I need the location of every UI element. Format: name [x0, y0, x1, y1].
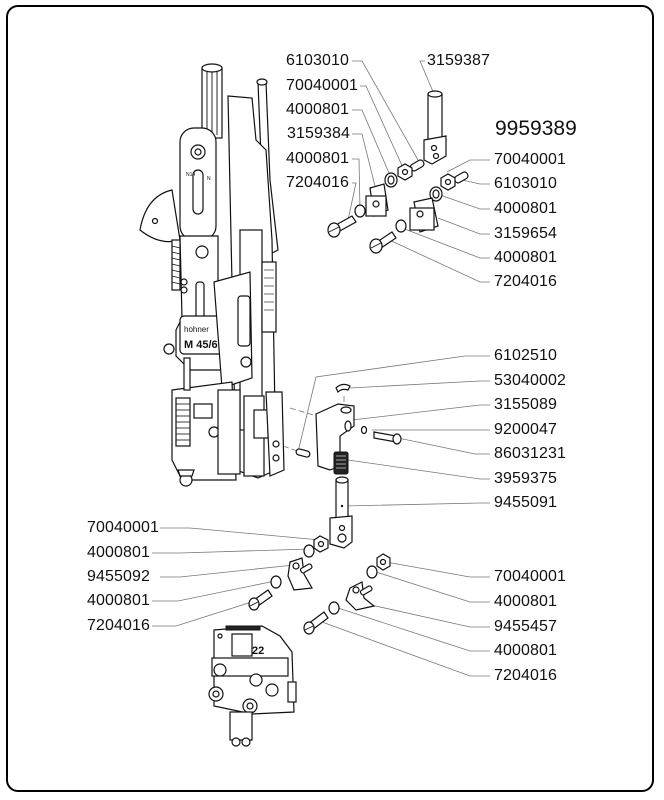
shaft-9455091 — [335, 479, 349, 521]
washer-4000801b — [354, 204, 366, 218]
callout-3159384-tl: 3159384 — [287, 125, 350, 142]
leader-3155089 — [351, 404, 490, 421]
callout-7204016-tr: 7204016 — [494, 273, 557, 290]
callout-4000801b-tl: 4000801 — [286, 150, 349, 167]
callout-4000801-tl: 4000801 — [286, 101, 349, 118]
leader-4000801-bl — [152, 548, 311, 554]
leader-6103010-tl — [352, 60, 419, 161]
leader-3959375 — [347, 459, 490, 480]
callout-4000801-br: 4000801 — [494, 593, 557, 610]
leader-6102510 — [297, 355, 490, 453]
leader-70040001-tr — [446, 159, 490, 173]
leader-7204016-tl — [347, 182, 357, 221]
leader-4000801-tl — [352, 109, 393, 181]
pin-6103010-r — [453, 171, 469, 184]
drawing-frame — [6, 5, 654, 792]
callout-7204016-tl: 7204016 — [286, 174, 349, 191]
leader-4000801b-tl — [352, 158, 361, 211]
callout-4000801b-bl: 4000801 — [87, 592, 150, 609]
spring-3959375 — [333, 451, 349, 475]
callout-3159654-tr: 3159654 — [494, 225, 557, 242]
leader-6103010-tr — [461, 179, 490, 185]
presser-plate-assembly: 22 — [208, 625, 297, 747]
callout-3159387: 3159387 — [427, 52, 490, 69]
leader-3159387 — [419, 60, 435, 95]
callout-3155089: 3155089 — [494, 396, 557, 413]
callout-6103010-tr: 6103010 — [494, 175, 557, 192]
pin-6102510 — [295, 448, 311, 458]
callout-70040001-bl: 70040001 — [87, 519, 159, 536]
thread-guide-subassembly — [295, 383, 402, 549]
plate-stem — [229, 711, 253, 741]
leader-lines — [152, 60, 490, 677]
model-label: M 45/6 — [184, 339, 218, 351]
washer-4000801-br — [366, 565, 378, 579]
leader-70040001-tl — [360, 85, 405, 171]
shaft-3159387 — [427, 93, 443, 141]
lever-subassembly-right — [303, 553, 391, 635]
callout-6103010-tl: 6103010 — [286, 52, 349, 69]
assembly-number: 9959389 — [495, 117, 577, 140]
block-3155089 — [315, 403, 355, 471]
callout-86031231: 86031231 — [494, 445, 566, 462]
callout-9455092-bl: 9455092 — [87, 568, 150, 585]
plate-number: 22 — [252, 645, 264, 657]
callout-70040001-tl: 70040001 — [286, 77, 358, 94]
leader-53040002 — [349, 380, 490, 389]
callout-9455091: 9455091 — [494, 494, 557, 511]
callout-4000801-tr: 4000801 — [494, 200, 557, 217]
leader-7204016-tr — [384, 237, 490, 283]
callout-7204016-br: 7204016 — [494, 667, 557, 684]
callout-9200047: 9200047 — [494, 421, 557, 438]
needle-plate — [265, 391, 285, 477]
lever-subassembly-left — [248, 535, 329, 611]
cam-subassembly-right — [369, 171, 469, 254]
washer-4000801b-bl — [270, 575, 282, 589]
cable — [183, 357, 191, 391]
needle-bar-machine: N14 N hohner M 45/6 — [139, 63, 285, 487]
leader-9455092-bl — [160, 564, 295, 578]
tension-knob — [139, 189, 181, 243]
lever-9455092 — [287, 557, 313, 591]
callout-4000801b-tr: 4000801 — [494, 249, 557, 266]
leader-7204016-br — [321, 621, 490, 677]
dial-label-n: N — [207, 176, 211, 182]
callout-4000801b-br: 4000801 — [494, 642, 557, 659]
leader-9455091 — [343, 502, 490, 507]
leader-70040001-br — [385, 561, 490, 578]
leader-70040001-bl — [160, 527, 321, 541]
leader-86031231 — [397, 437, 490, 455]
cam-subassembly-left — [327, 90, 447, 238]
leader-4000801b-bl — [152, 580, 276, 602]
leader-3159384-tl — [352, 133, 376, 187]
callout-4000801-bl: 4000801 — [87, 544, 150, 561]
callout-3959375: 3959375 — [494, 470, 557, 487]
callout-70040001-br: 70040001 — [494, 568, 566, 585]
leader-3159654-tr — [437, 217, 490, 235]
washer-4000801b-r — [395, 219, 407, 233]
leader-4000801-tr — [439, 194, 490, 210]
leader-7204016-bl — [152, 599, 259, 627]
dial-label-n14: N14 — [186, 172, 195, 178]
callout-6102510: 6102510 — [494, 347, 557, 364]
leader-9455457-br — [361, 602, 490, 628]
washer-4000801b-br — [328, 601, 340, 615]
assembly-axis-1 — [289, 407, 331, 421]
brand-label: hohner — [184, 325, 209, 334]
callout-70040001-tr: 70040001 — [494, 151, 566, 168]
leader-4000801b-tr — [401, 227, 490, 259]
callout-7204016-bl: 7204016 — [87, 617, 150, 634]
washer-4000801-bl — [303, 544, 315, 558]
leader-4000801-br — [375, 571, 490, 603]
leader-4000801b-br — [334, 606, 490, 652]
callout-9455457-br: 9455457 — [494, 618, 557, 635]
callout-53040002: 53040002 — [494, 372, 566, 389]
circlip-53040002 — [335, 383, 351, 394]
ring-9200047 — [360, 425, 368, 435]
